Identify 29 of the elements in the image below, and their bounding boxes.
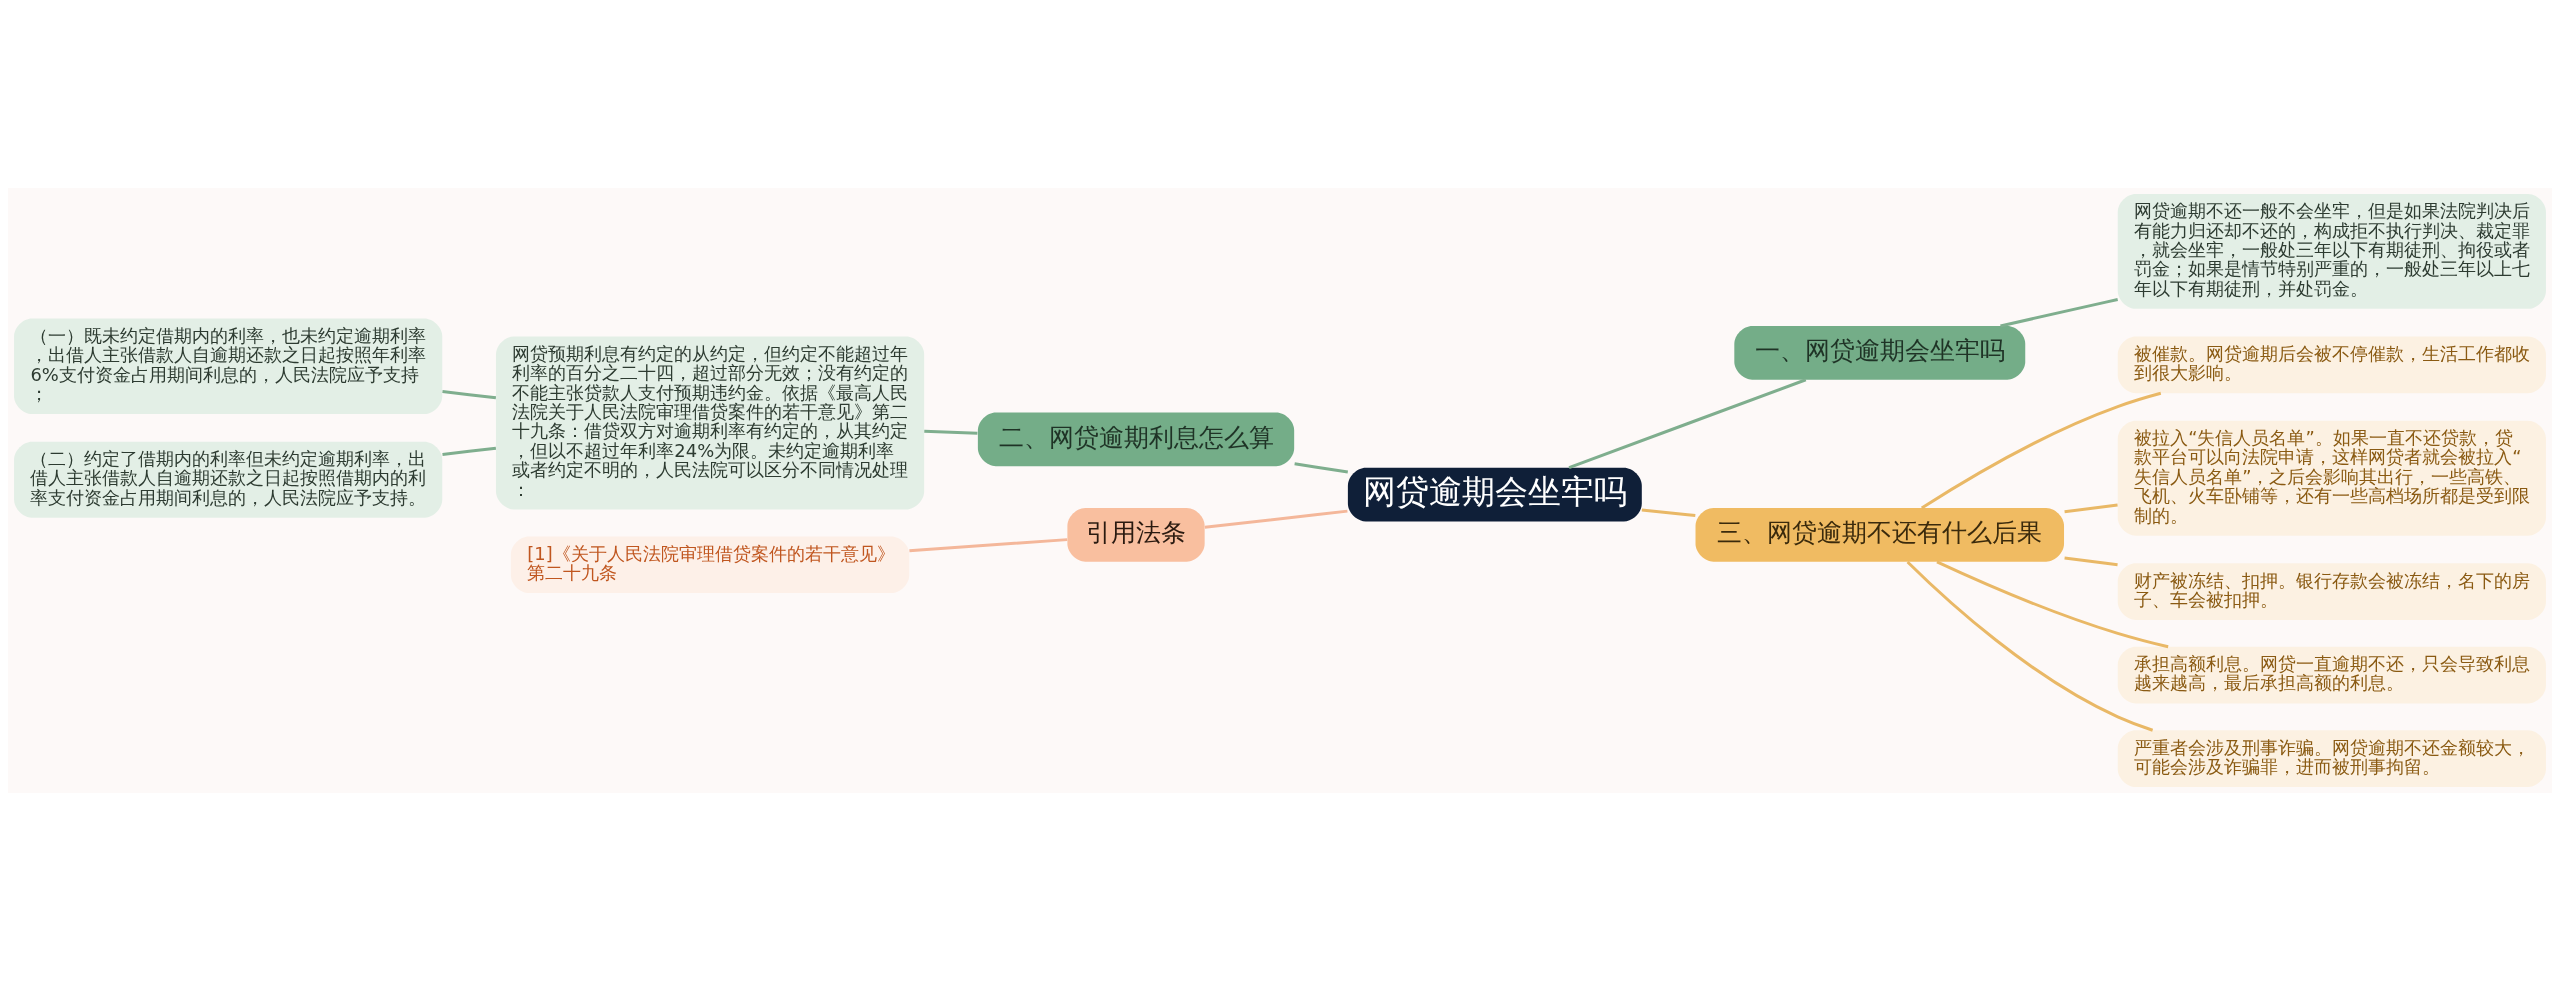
connector (1920, 391, 2162, 510)
node-box: （二）约定了借期内的利率但未约定逾期利率，出借人主张借款人自逾期还款之日起按照借期内的利率支付资金占用期间利息的，人民法院应予支持。 (14, 441, 443, 518)
connector (924, 429, 978, 435)
node-box: 财产被冻结、扣押。银行存款会被冻结，名下的房子、车会被扣押。 (2117, 563, 2546, 620)
node-box: 承担高额利息。网贷一直逾期不还，只会导致利息越来越高，最后承担高额的利息。 (2117, 646, 2546, 704)
connector (442, 446, 497, 456)
node-box: 引用法条 (1067, 508, 1205, 562)
node-box: 被拉入“失信人员名单”。如果一直不还贷款，贷款平台可以向法院申请，这样网贷者就会被拉入“失信人员名单”，之后会影响其出行，一些高铁、飞机、火车卧铺等，还有一些高档场所都是受到限制的。 (2117, 420, 2546, 536)
node-box: （一）既未约定借期内的利率，也未约定逾期利率，出借人主张借款人自逾期还款之日起按照年利率6%支付资金占用期间利息的，人民法院应予支持； (14, 318, 443, 415)
connector (2000, 298, 2119, 328)
node-box: 被催款。网贷逾期后会被不停催款，生活工作都收到很大影响。 (2117, 336, 2546, 394)
connector (1204, 509, 1348, 529)
connector (1906, 560, 2154, 732)
node-box: 网贷逾期会坐牢吗 (1347, 467, 1642, 522)
node-box: 一、网贷逾期会坐牢吗 (1734, 326, 2026, 380)
connector (1294, 462, 1349, 474)
connector (1641, 508, 1696, 518)
connector (2064, 556, 2118, 567)
node-box: 网贷预期利息有约定的从约定，但约定不能超过年利率的百分之二十四，超过部分无效；没有约定的不能主张贷款人支付预期违约金。依据《最高人民法院关于人民法院审理借贷案件的若干意见》第二十九条：借贷双方对逾期利率有约定的，从其约定，但以不超过年利率24%为限。未约定逾期利率或者约定不明的，人民法院可以区分不同情况处理： (495, 336, 925, 510)
connector (909, 538, 1068, 553)
connector (1936, 560, 2169, 649)
connector (1568, 378, 1807, 469)
node-box: 二、网贷逾期利息怎么算 (977, 412, 1295, 467)
connector (442, 390, 497, 400)
node-box: [1]《关于人民法院审理借贷案件的若干意见》第二十九条 (510, 536, 910, 594)
node-box: 三、网贷逾期不还有什么后果 (1695, 508, 2065, 562)
node-box: 严重者会涉及刑事诈骗。网贷逾期不还金额较大，可能会涉及诈骗罪，进而被刑事拘留。 (2117, 730, 2546, 788)
node-box: 网贷逾期不还一般不会坐牢，但是如果法院判决后有能力归还却不还的，构成拒不执行判决、裁定罪，就会坐牢，一般处三年以下有期徒刑、拘役或者罚金；如果是情节特别严重的，一般处三年以上七年以下有期徒刑，并处罚金。 (2117, 193, 2546, 309)
connector (2064, 503, 2118, 514)
